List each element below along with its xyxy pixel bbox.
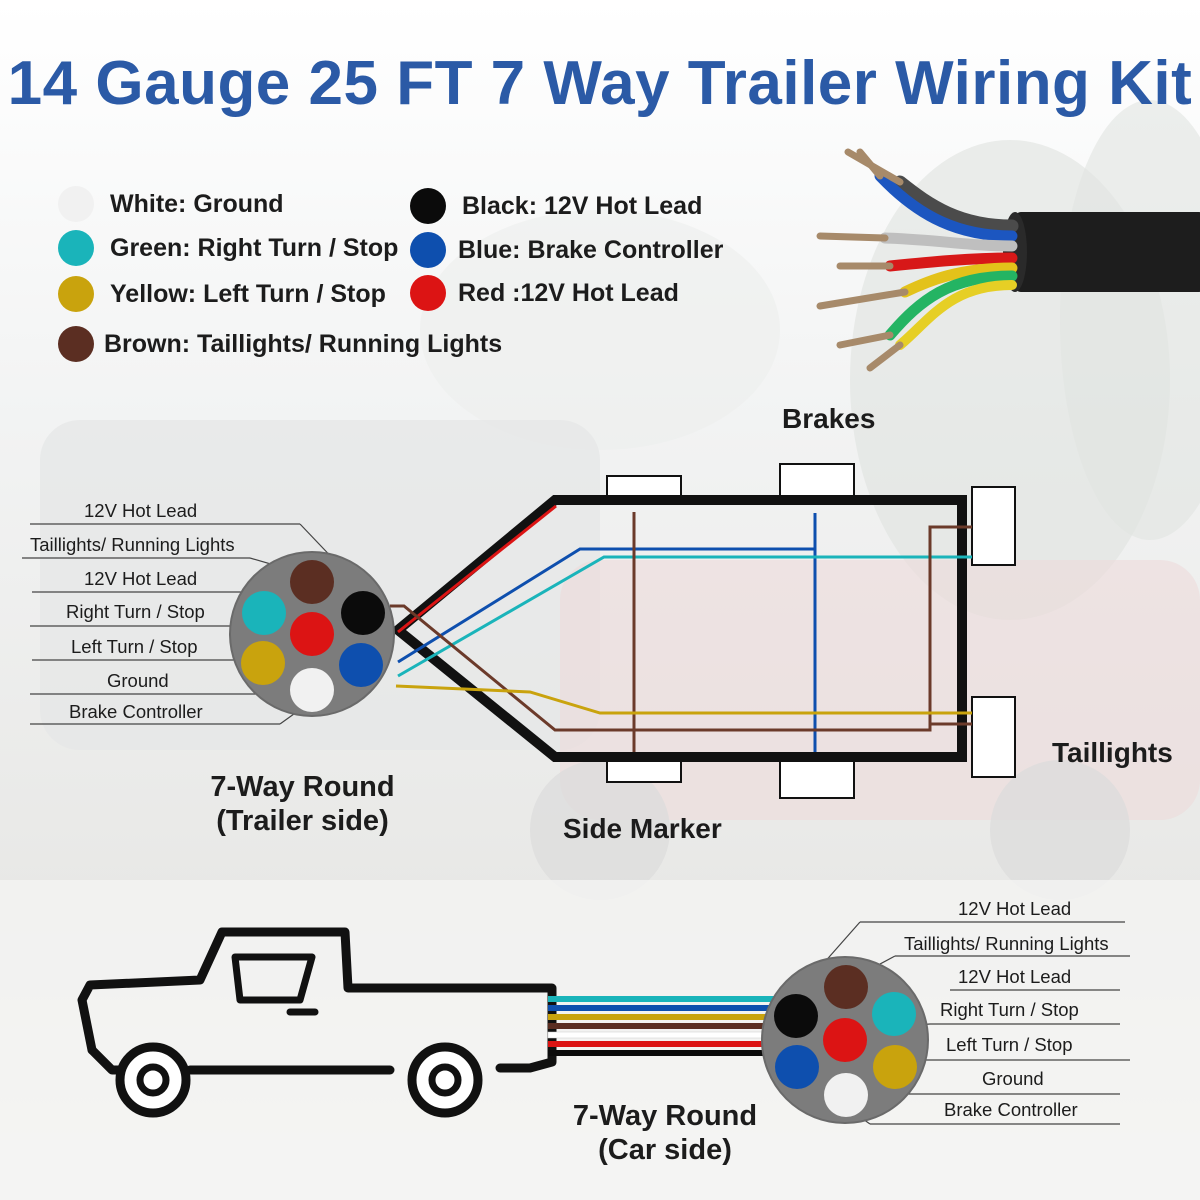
black-wire-swatch bbox=[410, 188, 446, 224]
brown-wire-swatch bbox=[58, 326, 94, 362]
trailer-plug-caption-line1: 7-Way Round bbox=[210, 771, 395, 803]
legend-label: Yellow: Left Turn / Stop bbox=[110, 279, 386, 308]
car-plug-caption: 7-Way Round (Car side) bbox=[565, 1099, 765, 1167]
trailer-pin-label-taillights: Taillights/ Running Lights bbox=[30, 534, 235, 555]
car-pin-label-right-turn: Right Turn / Stop bbox=[940, 999, 1079, 1020]
blue-wire-swatch bbox=[410, 232, 446, 268]
white-wire-swatch bbox=[58, 186, 94, 222]
red-wire-swatch bbox=[410, 275, 446, 311]
trailer-pin-label-left-turn: Left Turn / Stop bbox=[71, 636, 198, 657]
legend-label: White: Ground bbox=[110, 189, 284, 218]
legend-label: Black: 12V Hot Lead bbox=[462, 191, 703, 220]
trailer-pin-label-brake-controller: Brake Controller bbox=[69, 701, 203, 722]
car-pin-label-left-turn: Left Turn / Stop bbox=[946, 1034, 1073, 1055]
car-plug-icon bbox=[761, 921, 1130, 1125]
car-pin-label-brake-controller: Brake Controller bbox=[944, 1099, 1078, 1120]
legend-item-white: White: Ground bbox=[58, 186, 284, 222]
car-plug-caption-line1: 7-Way Round bbox=[572, 1100, 758, 1132]
taillights-label: Taillights bbox=[1052, 737, 1173, 768]
brakes-label: Brakes bbox=[782, 403, 876, 434]
trailer-plug-caption-line2: (Trailer side) bbox=[216, 805, 389, 837]
trailer-pin-label-12v-hot-lead-2: 12V Hot Lead bbox=[84, 568, 198, 589]
legend-label: Green: Right Turn / Stop bbox=[110, 233, 399, 262]
legend-label: Blue: Brake Controller bbox=[458, 235, 724, 264]
car-cable bbox=[547, 996, 777, 1056]
car-pin-label-ground: Ground bbox=[982, 1068, 1044, 1089]
green-wire-swatch bbox=[58, 230, 94, 266]
trailer-frame bbox=[390, 463, 1016, 799]
trailer-plug-icon bbox=[22, 523, 395, 725]
pickup-truck-icon bbox=[77, 927, 557, 1118]
page-title: 14 Gauge 25 FT 7 Way Trailer Wiring Kit bbox=[7, 49, 1193, 118]
legend-item-red: Red :12V Hot Lead bbox=[410, 275, 679, 311]
legend-item-brown: Brown: Taillights/ Running Lights bbox=[58, 326, 502, 362]
side-marker-label: Side Marker bbox=[563, 813, 722, 844]
legend-label: Red :12V Hot Lead bbox=[458, 278, 679, 307]
wire-bundle-icon bbox=[816, 148, 1200, 372]
legend-label: Brown: Taillights/ Running Lights bbox=[104, 329, 503, 358]
yellow-wire-swatch bbox=[58, 276, 94, 312]
car-pin-label-taillights: Taillights/ Running Lights bbox=[904, 933, 1109, 954]
car-pin-label-12v-hot-lead-2: 12V Hot Lead bbox=[958, 966, 1072, 987]
car-pin-label-12v-hot-lead: 12V Hot Lead bbox=[958, 898, 1072, 919]
legend-item-black: Black: 12V Hot Lead bbox=[410, 188, 702, 224]
legend-item-yellow: Yellow: Left Turn / Stop bbox=[58, 276, 386, 312]
legend-item-green: Green: Right Turn / Stop bbox=[58, 230, 398, 266]
trailer-pin-label-ground: Ground bbox=[107, 670, 169, 691]
trailer-wires bbox=[390, 504, 972, 752]
car-plug-caption-line2: (Car side) bbox=[598, 1134, 732, 1166]
trailer-pin-label-right-turn: Right Turn / Stop bbox=[66, 601, 205, 622]
trailer-plug-caption: 7-Way Round (Trailer side) bbox=[200, 770, 405, 838]
trailer-pin-label-12v-hot-lead: 12V Hot Lead bbox=[84, 500, 198, 521]
legend-item-blue: Blue: Brake Controller bbox=[410, 232, 723, 268]
